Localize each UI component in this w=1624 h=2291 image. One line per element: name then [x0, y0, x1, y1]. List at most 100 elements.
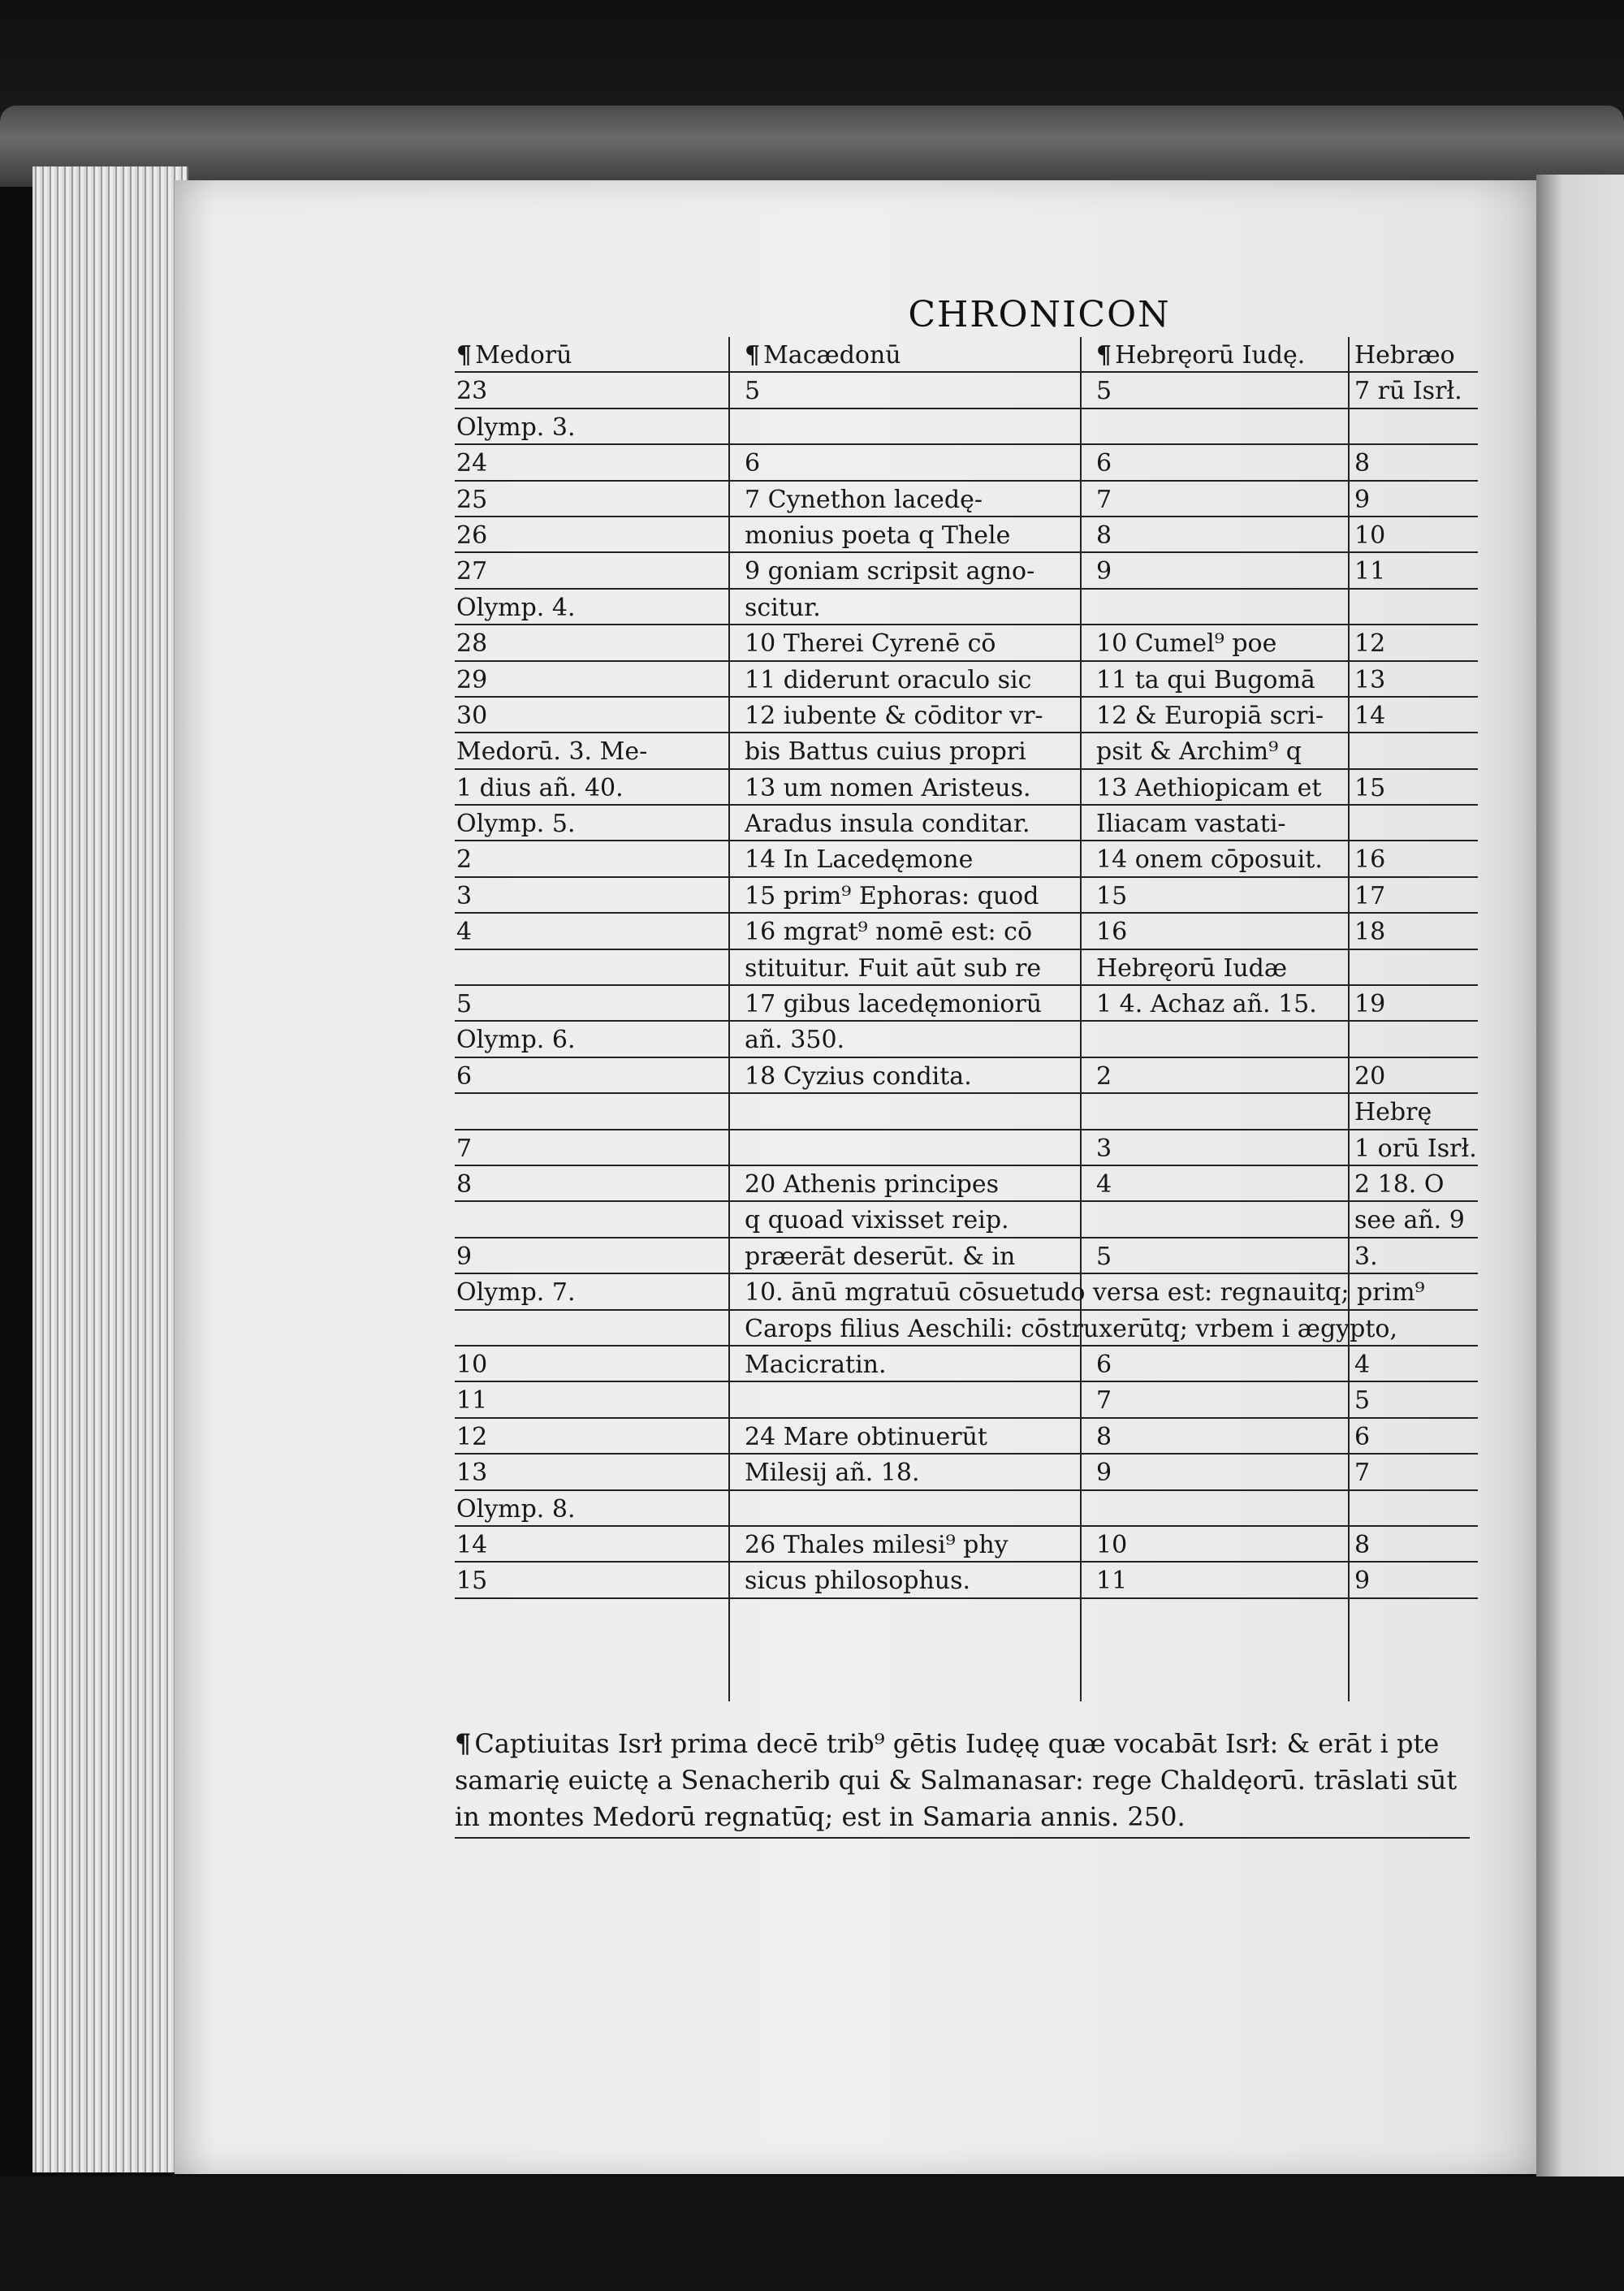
entry-macedonum: [745, 409, 1086, 445]
book-page: [175, 180, 1539, 2174]
year-medorum: Olymp. 7.: [456, 1278, 576, 1308]
year-hebreorum: 9: [1354, 1567, 1371, 1596]
table-row: Olymp. 5.Aradus insula conditar.Iliacam …: [455, 806, 1478, 842]
year-medorum: 9: [456, 1242, 473, 1271]
table-row: q quoad vixisset reip.see añ. 9: [455, 1202, 1478, 1238]
entry-macedonum: 10 Therei Cyrenē cō: [745, 629, 996, 659]
entry-macedonum: Carops filius Aeschili: cōstruxerūtq; vr…: [745, 1314, 1397, 1343]
entry-macedonum: 18 Cyzius condita.: [745, 1061, 972, 1091]
year-medorum: Olymp. 5.: [456, 810, 576, 839]
year-hebreorum: [1354, 1491, 1478, 1527]
entry-macedonum: [745, 1130, 1086, 1166]
year-medorum: 24: [456, 449, 488, 478]
entry-hebreorum-iude: 4: [1096, 1169, 1112, 1199]
entry-hebreorum-iude: [1096, 1491, 1354, 1527]
entry-macedonum: 17 gibus lacedęmoniorū: [745, 990, 1043, 1019]
entry-hebreorum-iude: [1096, 409, 1354, 445]
entry-macedonum: Macicratin.: [745, 1350, 887, 1379]
entry-hebreorum-iude: 1 4. Achaz añ. 15.: [1096, 990, 1317, 1019]
footnote-line: samarię euictę a Senacherib qui & Salman…: [455, 1765, 1458, 1796]
entry-macedonum: 15 prim⁹ Ephoras: quod: [745, 881, 1039, 910]
year-hebreorum: [1354, 950, 1478, 986]
year-hebreorum: 7 rū Isrł.: [1354, 377, 1462, 406]
entry-hebreorum-iude: 13 Aethiopicam et: [1096, 773, 1322, 802]
entry-hebreorum-iude: 11 ta qui Bugomā: [1096, 665, 1315, 694]
entry-macedonum: Milesij añ. 18.: [745, 1459, 920, 1488]
year-hebreorum: 10: [1354, 521, 1386, 550]
year-medorum: 8: [456, 1169, 473, 1199]
table-row: 1 dius añ. 40.13 um nomen Aristeus.13 Ae…: [455, 770, 1478, 806]
entry-hebreorum-iude: 10: [1096, 1530, 1128, 1559]
footnote-line: in montes Medorū regnatūq; est in Samari…: [455, 1801, 1186, 1832]
running-head: CHRONICON: [908, 294, 1171, 335]
header-medorum: ¶Medorū: [456, 341, 572, 370]
entry-macedonum: [745, 1094, 1086, 1130]
year-hebreorum: 12: [1354, 629, 1386, 659]
entry-hebreorum-iude: 3: [1096, 1134, 1112, 1163]
entry-macedonum: 12 iubente & cōditor vr-: [745, 701, 1043, 730]
year-medorum: Olymp. 4.: [456, 593, 576, 622]
entry-macedonum: 20 Athenis principes: [745, 1169, 1000, 1199]
entry-hebreorum-iude: 7: [1096, 485, 1112, 514]
year-medorum: 23: [456, 377, 488, 406]
footnote-block: ¶Captiuitas Isrł prima decē trib⁹ gētis …: [455, 1726, 1478, 1835]
header-hebreorum-iude: ¶Hebręorū Iudę.: [1096, 341, 1306, 370]
year-medorum: 7: [456, 1134, 473, 1163]
year-medorum: [456, 1311, 724, 1347]
entry-macedonum: 26 Thales milesi⁹ phy: [745, 1530, 1009, 1559]
year-hebreorum: [1354, 590, 1478, 625]
year-medorum: 25: [456, 485, 488, 514]
year-medorum: 6: [456, 1061, 473, 1091]
entry-macedonum: 11 diderunt oraculo sic: [745, 665, 1032, 694]
entry-hebreorum-iude: 15: [1096, 881, 1128, 910]
entry-hebreorum-iude: Hebręorū Iudæ: [1096, 953, 1288, 983]
year-hebreorum: 20: [1354, 1061, 1386, 1091]
footnote-rule: [455, 1837, 1470, 1839]
year-medorum: Medorū. 3. Me-: [456, 737, 648, 767]
table-row: Hebrę: [455, 1094, 1478, 1130]
year-hebreorum: 16: [1354, 845, 1386, 875]
year-medorum: [456, 1202, 724, 1238]
entry-hebreorum-iude: 9: [1096, 1459, 1112, 1488]
year-medorum: 3: [456, 881, 473, 910]
year-medorum: 27: [456, 557, 488, 586]
header-row: ¶Medorū ¶Macædonū ¶Hebręorū Iudę. Hebræo: [455, 337, 1478, 374]
entry-hebreorum-iude: [1096, 1202, 1354, 1238]
entry-hebreorum-iude: 14 onem cōposuit.: [1096, 845, 1323, 875]
year-medorum: 11: [456, 1386, 488, 1416]
page-edges: [32, 166, 188, 2172]
entry-macedonum: 13 um nomen Aristeus.: [745, 773, 1031, 802]
year-hebreorum: 9: [1354, 485, 1371, 514]
year-medorum: Olymp. 6.: [456, 1026, 576, 1055]
year-hebreorum: [1354, 409, 1478, 445]
entry-hebreorum-iude: 16: [1096, 918, 1128, 947]
year-hebreorum: 17: [1354, 881, 1386, 910]
year-hebreorum: 6: [1354, 1422, 1371, 1451]
year-hebreorum: 14: [1354, 701, 1386, 730]
footnote-line: ¶Captiuitas Isrł prima decē trib⁹ gētis …: [455, 1728, 1440, 1759]
year-hebreorum: [1354, 1022, 1478, 1057]
entry-hebreorum-iude: 10 Cumel⁹ poe: [1096, 629, 1277, 659]
column-rule: [728, 337, 730, 1701]
year-hebreorum: 13: [1354, 665, 1386, 694]
table-row: Olymp. 3.: [455, 409, 1478, 446]
year-hebreorum: 8: [1354, 1530, 1371, 1559]
entry-hebreorum-iude: 5: [1096, 377, 1112, 406]
chronicle-table: ¶Medorū ¶Macædonū ¶Hebręorū Iudę. Hebræo…: [455, 337, 1478, 1599]
entry-macedonum: scitur.: [745, 593, 821, 622]
